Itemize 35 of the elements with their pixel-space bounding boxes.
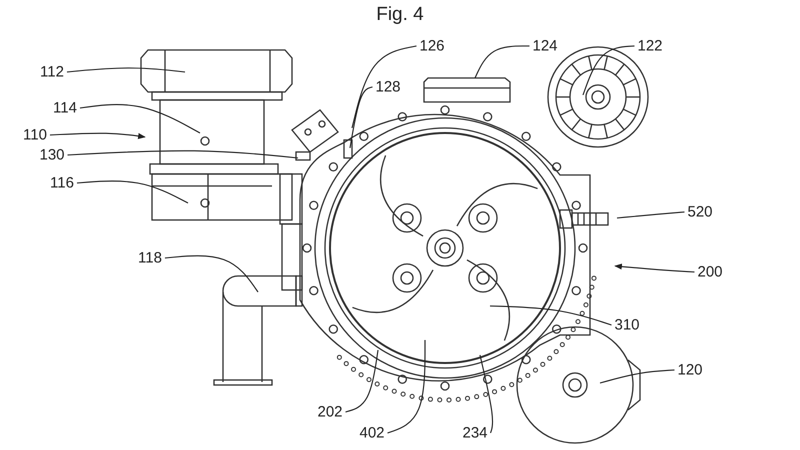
leader-line (80, 104, 200, 134)
leader-line (490, 305, 612, 326)
callout-number: 234 (461, 424, 489, 442)
callout-number: 200 (696, 264, 724, 280)
leader-line (479, 354, 494, 434)
figure-title: Fig. 4 (375, 4, 425, 26)
callout-number: 122 (636, 38, 664, 54)
callout-number: 120 (676, 362, 704, 378)
leader-line (474, 45, 530, 78)
leader-line (164, 255, 258, 292)
leader-line (582, 45, 635, 96)
callout-number: 126 (418, 38, 446, 54)
callout-number: 202 (316, 404, 344, 420)
callout-number: 110 (22, 126, 48, 144)
leader-line (349, 86, 373, 148)
callout-number: 128 (374, 78, 402, 96)
callout-number: 116 (49, 174, 75, 192)
callout-number: 130 (38, 146, 66, 164)
leader-line (600, 369, 675, 384)
leader-arrow (50, 132, 146, 140)
leader-line (67, 150, 298, 159)
callout-number: 124 (531, 38, 559, 54)
leader-line (387, 340, 426, 434)
callout-number: 520 (686, 204, 714, 220)
callout-number: 114 (52, 100, 78, 116)
callout-number: 112 (39, 64, 65, 80)
callout-number: 118 (137, 250, 163, 266)
leader-line (76, 180, 188, 204)
leader-line (351, 45, 417, 128)
callout-number: 310 (613, 316, 641, 334)
leader-line (616, 211, 685, 219)
leader-arrow (614, 264, 695, 273)
leader-line (66, 67, 186, 73)
leader-line (345, 350, 379, 413)
callout-number: 402 (358, 424, 386, 442)
